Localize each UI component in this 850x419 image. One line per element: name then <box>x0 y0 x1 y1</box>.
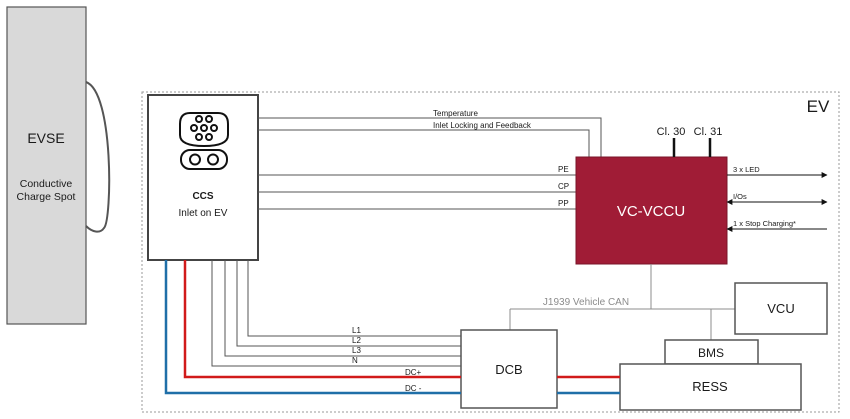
inlet-subtitle: Inlet on EV <box>179 208 228 219</box>
ccs-inlet-box <box>147 94 259 261</box>
dc-plus-line <box>183 260 461 379</box>
in-stop-label: 1 x Stop Charging* <box>733 219 796 228</box>
ress-label: RESS <box>692 379 728 394</box>
charging-cable <box>85 81 111 233</box>
signal-temperature: Temperature <box>433 109 478 118</box>
ac-l1-label: L1 <box>352 326 361 335</box>
signal-pe: PE <box>558 165 569 174</box>
signal-pp: PP <box>558 199 569 208</box>
cl30-label: Cl. 30 <box>657 126 686 138</box>
can-bus-label-bg <box>535 295 637 307</box>
ac-l3-label: L3 <box>352 346 361 355</box>
inlet-title: CCS <box>192 191 213 202</box>
can-bus-lines <box>509 264 735 340</box>
out-led-label: 3 x LED <box>733 165 760 174</box>
vcu-label: VCU <box>767 301 794 316</box>
ev-boundary <box>141 91 840 413</box>
vcu-box <box>734 282 828 335</box>
ccs-connector-icon <box>179 112 229 170</box>
ress-box <box>619 363 802 411</box>
cl31-label: Cl. 31 <box>694 126 723 138</box>
dc-plus-label: DC+ <box>405 368 422 377</box>
signal-inlet-locking: Inlet Locking and Feedback <box>433 121 532 130</box>
dc-minus-label: DC - <box>405 384 422 393</box>
out-ios-label: I/Os <box>733 192 747 201</box>
signal-cp: CP <box>558 182 569 191</box>
evse-subtitle-line2: Charge Spot <box>17 191 76 203</box>
ac-lines <box>211 260 461 367</box>
bms-label: BMS <box>698 346 724 360</box>
evse-box <box>6 6 87 325</box>
vc-vccu-label: VC-VCCU <box>617 203 685 220</box>
dc-minus-line <box>164 260 461 395</box>
ac-n-label: N <box>352 356 358 365</box>
dcb-label: DCB <box>495 362 522 377</box>
evse-subtitle-line1: Conductive <box>20 178 73 190</box>
dcb-box <box>460 329 558 409</box>
signal-lines <box>258 117 602 210</box>
bms-box <box>664 339 759 365</box>
ac-l2-label: L2 <box>352 336 361 345</box>
can-bus-label: J1939 Vehicle CAN <box>543 297 629 308</box>
evse-title: EVSE <box>27 130 64 146</box>
ev-label: EV <box>807 97 830 116</box>
